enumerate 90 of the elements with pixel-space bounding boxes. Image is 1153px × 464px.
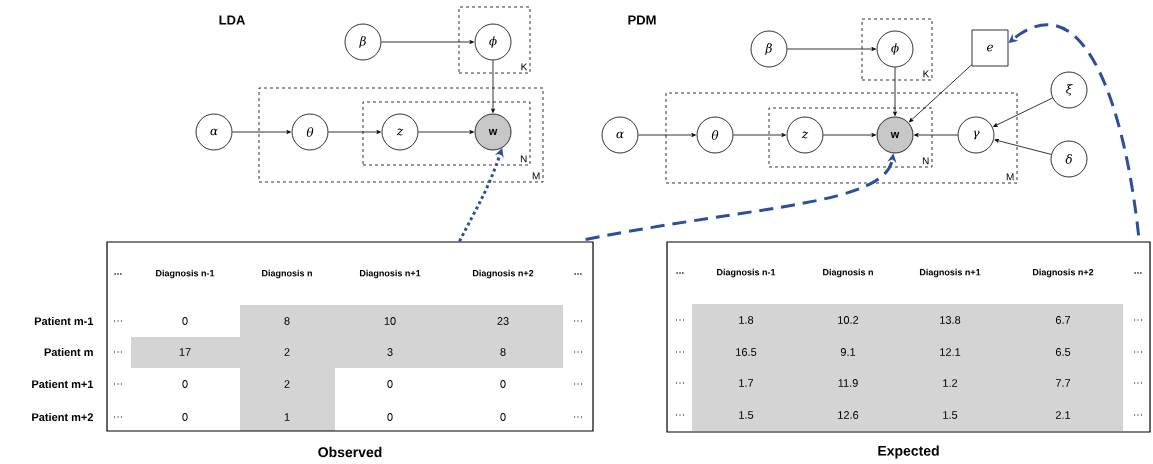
column-header: Diagnosis n+1: [919, 268, 981, 278]
table-cell: 0: [500, 413, 506, 421]
arrow: [381, 40, 474, 44]
table-cell: 0: [182, 380, 188, 388]
arrow: [733, 133, 786, 137]
column-header: Diagnosis n: [823, 268, 873, 278]
table-cell: …: [1134, 382, 1142, 384]
table-cell: 0: [387, 413, 393, 421]
column-header: Diagnosis n-1: [156, 269, 215, 279]
table-cell: 8: [284, 317, 290, 325]
table-cell: 6.7: [1055, 316, 1071, 324]
arrow: [908, 64, 972, 123]
row-header: Patient m-1: [34, 316, 94, 326]
table-cell: …: [1134, 414, 1142, 416]
table-cell: 10: [384, 317, 396, 325]
row-header: Patient m+2: [32, 412, 93, 422]
column-header: Diagnosis n+1: [359, 269, 421, 279]
table-cell: 16.5: [736, 348, 757, 356]
table-cell: 6.5: [1055, 348, 1071, 356]
arrow: [823, 133, 876, 137]
plate-label: K: [923, 70, 930, 78]
table-cell: …: [114, 320, 122, 322]
table-cell: 12.1: [940, 348, 961, 356]
column-header: Diagnosis n+2: [472, 269, 534, 279]
table-caption: Observed: [318, 446, 382, 458]
arrow: [491, 60, 495, 113]
row-header: Patient m: [44, 347, 93, 357]
table-cell: …: [114, 383, 122, 385]
table-cell: …: [676, 319, 684, 321]
table-cell: 0: [182, 317, 188, 325]
arrow: [1008, 23, 1141, 236]
table-cell: …: [676, 382, 684, 384]
arrow: [993, 97, 1053, 127]
table-cell: 17: [179, 348, 191, 356]
table-cell: 0: [182, 413, 188, 421]
arrow: [787, 47, 876, 51]
plate-label: M: [1006, 173, 1014, 181]
arrow: [994, 138, 1052, 155]
table-cell: …: [574, 383, 582, 385]
table-cell: 11.9: [838, 379, 858, 387]
arrow: [232, 130, 291, 134]
model-label: PDM: [628, 15, 656, 25]
table-cell: 12.6: [838, 411, 859, 419]
table-cell: 13.8: [940, 316, 961, 324]
table-cell: 0: [387, 380, 393, 388]
arrow: [914, 133, 958, 137]
table-cell: 23: [497, 317, 509, 325]
table-cell: 0: [500, 380, 506, 388]
table-cell: …: [1134, 319, 1142, 321]
table-cell: …: [114, 416, 122, 418]
column-header: …: [1134, 272, 1142, 274]
arrow: [418, 130, 474, 134]
row-header: Patient m+1: [32, 379, 94, 389]
table-cell: 1.7: [739, 379, 754, 387]
table-cell: …: [676, 351, 684, 353]
table-cell: 10.2: [838, 316, 859, 324]
table-cell: …: [574, 351, 582, 353]
table-cell: …: [574, 416, 582, 418]
table-cell: 1.8: [739, 316, 754, 324]
model-label: LDA: [219, 15, 246, 25]
table-cell: 2: [284, 348, 290, 356]
table-cell: 1.5: [739, 411, 754, 419]
table-cell: 7.7: [1055, 379, 1071, 387]
column-header: Diagnosis n: [262, 269, 312, 279]
table-cell: 2: [284, 380, 290, 388]
table-cell: 8: [500, 348, 506, 356]
table-cell: 1: [284, 413, 290, 421]
column-header: …: [574, 273, 582, 275]
column-header: …: [114, 273, 122, 275]
plate-label: M: [532, 172, 540, 180]
plate-label: N: [922, 157, 929, 165]
arrow: [328, 130, 381, 134]
table-cell: …: [574, 320, 582, 322]
variable-square: e: [971, 29, 1009, 67]
table-caption: Expected: [878, 445, 939, 459]
table-cell: 2.1: [1055, 411, 1071, 419]
table-cell: 1.5: [943, 411, 958, 419]
table-cell: 1.2: [943, 379, 958, 387]
table-cell: …: [114, 351, 122, 353]
table-cell: …: [1134, 351, 1142, 353]
column-header: …: [676, 272, 684, 274]
table-cell: 9.1: [840, 348, 856, 356]
plate-label: N: [520, 155, 527, 163]
column-header: Diagnosis n+2: [1032, 268, 1094, 278]
table-cell: …: [676, 414, 684, 416]
column-header: Diagnosis n-1: [717, 268, 776, 278]
arrow: [638, 133, 696, 137]
arrow: [893, 67, 897, 116]
plate-label: K: [521, 63, 528, 71]
table-cell: 3: [387, 348, 393, 356]
